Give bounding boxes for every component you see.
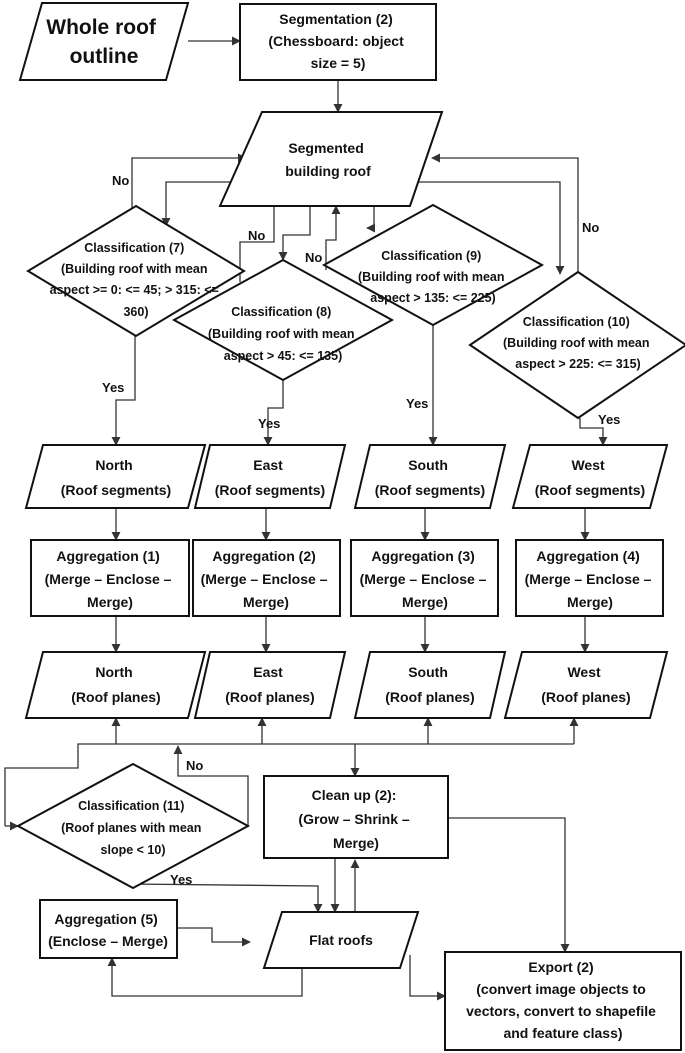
classification-11-label: Classification (11) (Roof planes with me… — [61, 799, 205, 857]
yes-label-class9: Yes — [406, 396, 428, 411]
no-label-class10: No — [582, 220, 599, 235]
classification-7-shape — [26, 204, 246, 338]
edge-class10-no — [431, 153, 579, 272]
edge-segmented-to-class8 — [278, 206, 311, 261]
aggregation-4-shape — [515, 539, 664, 617]
classification-10-shape — [468, 270, 685, 420]
south-segments-label: South (Roof segments) — [375, 457, 485, 498]
edge-flat-to-agg5 — [107, 957, 303, 997]
edge-class11-no — [173, 745, 249, 826]
edge-segmented-to-class10 — [410, 181, 565, 275]
east-planes-label: East (Roof planes) — [225, 664, 314, 705]
west-planes-shape — [503, 651, 669, 719]
edges — [4, 36, 608, 1001]
aggregation-1-label: Aggregation (1) (Merge – Enclose – Merge… — [45, 548, 176, 610]
no-label-class8: No — [248, 228, 265, 243]
aggregation-5-label: Aggregation (5) (Enclose – Merge) — [48, 911, 168, 949]
aggregation-3-label: Aggregation (3) (Merge – Enclose – Merge… — [360, 548, 491, 610]
edge-class8-yes — [263, 380, 284, 446]
classification-7-label: Classification (7) (Building roof with m… — [50, 241, 223, 319]
cleanup-label: Clean up (2): (Grow – Shrink – Merge) — [298, 787, 413, 851]
east-planes-shape — [193, 651, 347, 719]
aggregation-5-shape — [39, 899, 178, 959]
classification-9-label: Classification (9) (Building roof with m… — [358, 249, 508, 305]
edge-labels: No No No No Yes Yes Yes Yes No Yes — [102, 173, 620, 887]
edge-agg5-to-flat — [177, 927, 251, 947]
yes-label-class11: Yes — [170, 872, 192, 887]
edge-collector-line — [4, 743, 574, 826]
aggregation-3-shape — [350, 539, 499, 617]
yes-label-class10: Yes — [598, 412, 620, 427]
edge-class7-yes — [111, 336, 136, 446]
edge-class10-yes — [579, 418, 608, 446]
south-planes-shape — [353, 651, 507, 719]
shapes — [15, 2, 685, 1051]
export-shape — [444, 951, 682, 1051]
west-planes-label: West (Roof planes) — [541, 664, 630, 705]
west-segments-label: West (Roof segments) — [535, 457, 645, 498]
segmentation-label: Segmentation (2) (Chessboard: object siz… — [268, 11, 407, 71]
aggregation-2-shape — [192, 539, 341, 617]
edge-class11-yes — [129, 883, 323, 913]
whole-roof-outline-label: Whole roof outline — [46, 16, 162, 68]
flat-roofs-shape — [262, 911, 420, 969]
south-segments-shape — [353, 444, 507, 509]
east-segments-label: East (Roof segments) — [215, 457, 325, 498]
flat-roofs-label: Flat roofs — [309, 932, 373, 948]
classification-8-label: Classification (8) (Building roof with m… — [208, 305, 358, 363]
node-labels: Whole roof outline Segmentation (2) (Che… — [45, 11, 660, 1041]
yes-label-class8: Yes — [258, 416, 280, 431]
yes-label-class7: Yes — [102, 380, 124, 395]
segmentation-shape — [239, 3, 437, 81]
aggregation-2-label: Aggregation (2) (Merge – Enclose – Merge… — [201, 548, 332, 610]
north-segments-label: North (Roof segments) — [61, 457, 171, 498]
edge-segmented-to-class7 — [161, 181, 232, 227]
edge-cleanup-to-export — [448, 817, 570, 953]
no-label-class7: No — [112, 173, 129, 188]
export-label: Export (2) (convert image objects to vec… — [466, 959, 660, 1041]
classification-10-label: Classification (10) (Building roof with … — [503, 315, 653, 371]
edge-class9-no — [325, 205, 341, 270]
classification-11-shape — [15, 762, 251, 890]
edge-segmented-to-class9 — [366, 206, 376, 233]
east-segments-shape — [193, 444, 347, 509]
edge-class8-no — [239, 193, 279, 282]
south-planes-label: South (Roof planes) — [385, 664, 474, 705]
edge-class7-no — [131, 153, 247, 208]
north-segments-shape — [24, 444, 207, 509]
no-label-class9: No — [305, 250, 322, 265]
classification-9-shape — [321, 203, 545, 327]
segmented-roof-shape — [218, 111, 444, 207]
north-planes-shape — [24, 651, 207, 719]
west-segments-shape — [511, 444, 669, 509]
aggregation-1-shape — [30, 539, 190, 617]
whole-roof-outline-shape — [18, 2, 190, 81]
segmented-roof-label: Segmented building roof — [285, 140, 371, 179]
aggregation-4-label: Aggregation (4) (Merge – Enclose – Merge… — [525, 548, 656, 610]
no-label-class11: No — [186, 758, 203, 773]
classification-8-shape — [171, 258, 395, 382]
cleanup-shape — [263, 775, 449, 859]
north-planes-label: North (Roof planes) — [71, 664, 160, 705]
edge-flat-to-export — [409, 955, 446, 1001]
